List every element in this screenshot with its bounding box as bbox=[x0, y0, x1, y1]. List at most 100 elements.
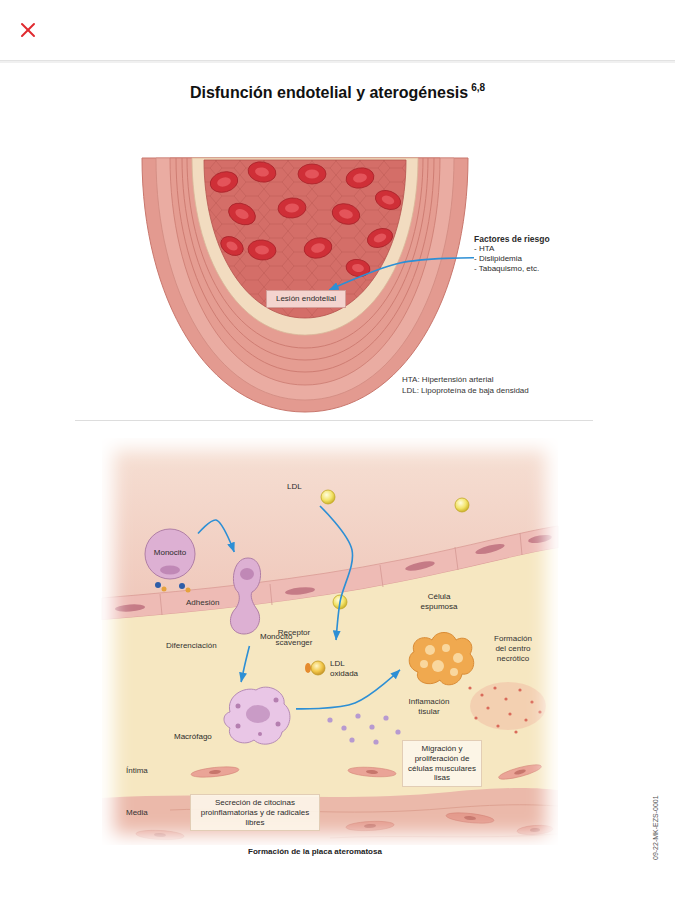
red-blood-cells bbox=[345, 258, 372, 279]
cytokine-dots bbox=[327, 717, 332, 722]
granule bbox=[236, 704, 241, 709]
ldl-particle bbox=[455, 498, 469, 512]
red-blood-cells bbox=[365, 225, 396, 251]
endothelial-nucleus bbox=[405, 559, 436, 572]
annotation-label: Inflamación tisular bbox=[402, 697, 456, 717]
endothelial-cell-border bbox=[455, 547, 458, 570]
cytokine-dots bbox=[383, 715, 388, 720]
smooth-muscle-cell bbox=[498, 762, 543, 782]
ldl-particle: LDL bbox=[283, 480, 338, 506]
monocyte-nucleus bbox=[160, 566, 180, 575]
lipid-droplet bbox=[442, 644, 450, 652]
node-text: Célula espumosa bbox=[412, 592, 466, 612]
transmigrating-monocyte: Monocito bbox=[222, 552, 300, 646]
muscle-stripe bbox=[182, 158, 428, 360]
red-blood-cells bbox=[373, 232, 388, 244]
node-text: Monocito bbox=[144, 548, 196, 558]
cytokine-dots bbox=[355, 713, 360, 718]
necrotic-debris bbox=[538, 710, 541, 713]
red-blood-cells bbox=[330, 201, 362, 228]
oxidized-ldl: LDL oxidada bbox=[300, 640, 368, 681]
red-blood-cells bbox=[216, 176, 232, 188]
transmigrating-monocyte-outline bbox=[222, 552, 298, 646]
smooth-muscle-cell bbox=[348, 766, 397, 778]
necrotic-debris bbox=[468, 686, 471, 689]
annotation-label: HTA: Hipertensión arterial bbox=[402, 375, 493, 385]
macrophage-cell: Macrófago bbox=[172, 682, 296, 748]
red-blood-cells bbox=[365, 225, 396, 251]
smooth-muscle-cell bbox=[464, 815, 476, 820]
arrow-connector bbox=[241, 646, 249, 682]
endothelial-cell-border bbox=[380, 565, 383, 587]
close-icon bbox=[22, 24, 34, 36]
adventitia-inner bbox=[156, 158, 454, 400]
process-note-box: Migración y proliferación de células mus… bbox=[402, 740, 482, 787]
red-blood-cells bbox=[330, 201, 362, 228]
smooth-muscle-cell bbox=[136, 829, 184, 840]
red-blood-cells bbox=[217, 233, 246, 260]
necrotic-debris bbox=[514, 730, 517, 733]
node-text: Lesión endotelial bbox=[271, 294, 341, 304]
red-blood-cells bbox=[338, 208, 354, 220]
process-note-box: Secreción de citocinas proinflamatorias … bbox=[190, 794, 320, 831]
red-blood-cells bbox=[255, 245, 270, 255]
red-blood-cells bbox=[225, 199, 259, 229]
smooth-muscle-cell bbox=[348, 766, 397, 778]
node-text: Secreción de citocinas proinflamatorias … bbox=[195, 798, 315, 827]
intima-layer bbox=[192, 158, 418, 335]
necrotic-debris bbox=[474, 716, 477, 719]
red-blood-cells bbox=[234, 207, 250, 221]
red-blood-cells bbox=[254, 166, 269, 177]
red-blood-cells bbox=[302, 235, 334, 260]
red-blood-cells bbox=[305, 170, 319, 179]
smooth-muscle-cell bbox=[517, 824, 554, 835]
oxidized-ldl-sphere bbox=[311, 661, 325, 675]
red-blood-cells bbox=[225, 199, 259, 229]
smooth-muscle-cell bbox=[498, 762, 543, 782]
smooth-muscle-cell bbox=[191, 765, 240, 779]
necrotic-debris bbox=[486, 706, 489, 709]
figure-caption: Formación de la placa ateromatosa bbox=[165, 847, 465, 856]
monocyte-nucleus bbox=[240, 568, 254, 580]
close-icon bbox=[22, 24, 34, 36]
node-text: Factores de riesgo bbox=[474, 234, 586, 244]
node-text: Migración y proliferación de células mus… bbox=[407, 744, 477, 783]
red-blood-cells bbox=[225, 240, 239, 253]
lipid-droplet bbox=[432, 660, 444, 672]
necrotic-debris bbox=[468, 686, 541, 733]
cytokine-dots bbox=[373, 739, 378, 744]
red-blood-cells bbox=[351, 263, 364, 273]
smooth-muscle-cell bbox=[154, 833, 166, 838]
smooth-muscle-cell bbox=[136, 829, 184, 840]
arrow-connector bbox=[320, 506, 353, 640]
endothelial-nucleus bbox=[115, 603, 145, 612]
smooth-muscle-cell bbox=[364, 824, 376, 829]
red-blood-cells bbox=[345, 258, 372, 279]
annotation-label: Adhesión bbox=[186, 598, 219, 608]
smooth-muscle-cell bbox=[136, 762, 553, 841]
red-blood-cells bbox=[373, 187, 404, 213]
risk-factor-list: Factores de riesgo- HTA- Dislipidemia- T… bbox=[474, 234, 586, 274]
endothelial-cell-border bbox=[160, 594, 162, 615]
diagram-title: Disfunción endotelial y aterogénesis bbox=[190, 84, 468, 102]
smooth-muscle-cell bbox=[346, 820, 394, 831]
red-blood-cells bbox=[277, 197, 307, 219]
granule bbox=[276, 722, 281, 727]
red-blood-cells bbox=[285, 203, 300, 213]
node-text: - Dislipidemia bbox=[474, 254, 586, 264]
granule bbox=[258, 732, 262, 736]
foam-cell: Célula espumosa bbox=[400, 590, 478, 692]
necrotic-debris bbox=[524, 718, 527, 721]
figure-code: 09-22-MK-EZS-0001 bbox=[652, 795, 661, 860]
node-text: LDL oxidada bbox=[330, 659, 366, 679]
lipid-droplet bbox=[453, 653, 463, 663]
node-text: - Tabaquismo, etc. bbox=[474, 264, 586, 274]
cytokine-dots bbox=[395, 729, 400, 734]
red-blood-cells bbox=[247, 239, 277, 261]
annotation-label: LDL: Lipoproteína de baja densidad bbox=[402, 386, 529, 396]
necrotic-debris bbox=[493, 686, 496, 689]
red-blood-cells bbox=[246, 160, 277, 185]
granule bbox=[274, 698, 279, 703]
